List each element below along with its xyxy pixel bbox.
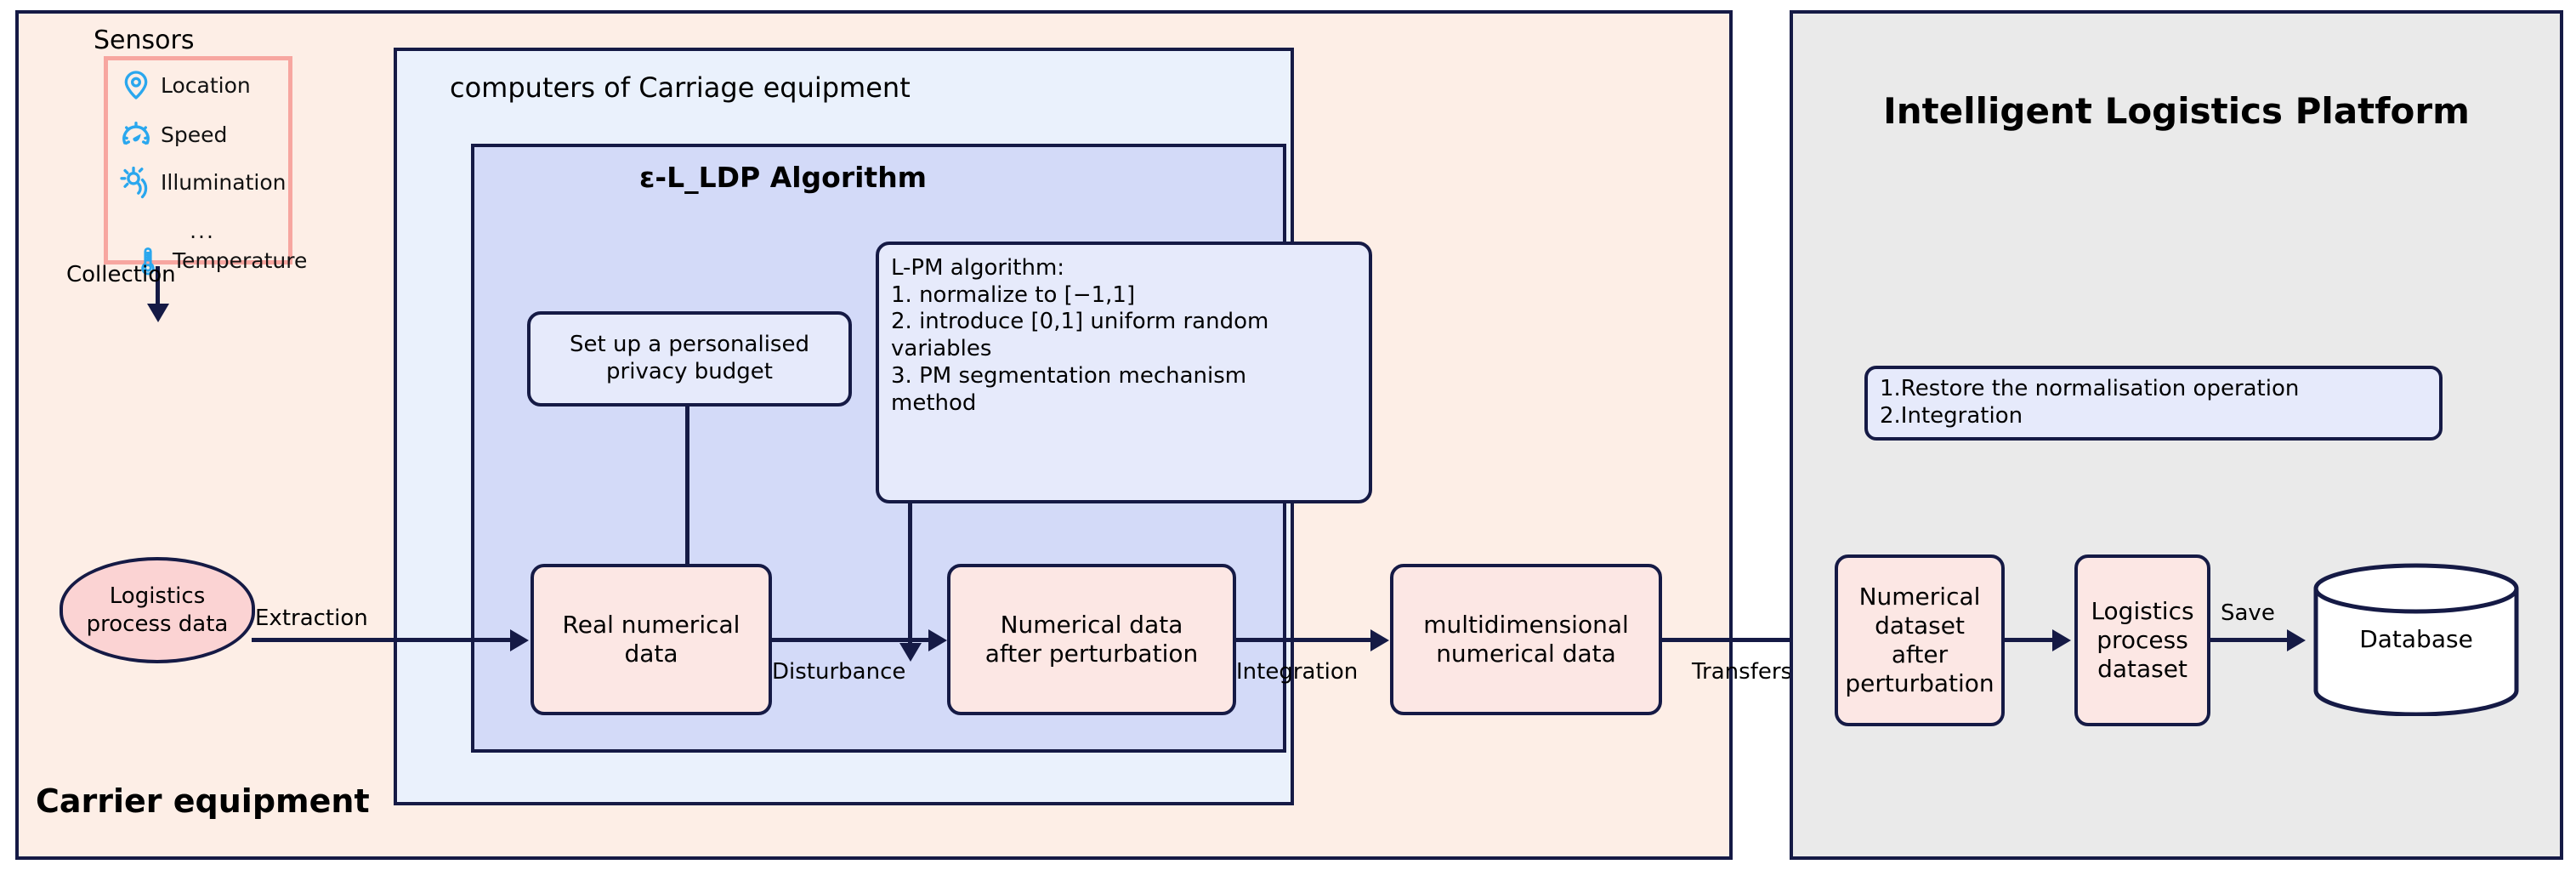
platform-title: Intelligent Logistics Platform: [1883, 90, 2470, 132]
sun-illumination-icon: [118, 164, 154, 200]
transfers-line: [1660, 638, 1815, 642]
lpm-algorithm-node: L-PM algorithm: 1. normalize to [−1,1] 2…: [876, 242, 1372, 503]
multidimensional-numerical-data-node: multidimensional numerical data: [1390, 564, 1662, 715]
algorithm-title: ε-L_LDP Algorithm: [639, 161, 928, 194]
restore-line: 1.Restore the normalisation operation: [1880, 376, 2300, 402]
disturbance-line: [770, 638, 928, 642]
privacy-budget-node: Set up a personalised privacy budget: [527, 311, 852, 407]
save-line: [2210, 638, 2287, 642]
numerical-dataset-after-perturbation-node: Numerical dataset after perturbation: [1835, 554, 2005, 726]
restore-line: 2.Integration: [1880, 403, 2023, 429]
extraction-arrowhead: [510, 629, 529, 651]
node-label: Real numerical data: [562, 610, 740, 668]
edge-label-integration: Integration: [1236, 659, 1359, 685]
budget-to-flow-line: [685, 407, 689, 643]
sensor-label: Illumination: [161, 169, 287, 195]
dataset-link-line: [2005, 638, 2052, 642]
sensor-item-speed: Speed: [118, 117, 227, 152]
sensor-item-location: Location: [118, 67, 251, 103]
integration-arrowhead: [1370, 629, 1389, 651]
edge-label-transfers: Transfers: [1692, 659, 1793, 685]
lpm-line: method: [891, 390, 977, 416]
computers-panel-title: computers of Carriage equipment: [450, 71, 911, 104]
real-numerical-data-node: Real numerical data: [531, 564, 772, 715]
numerical-data-after-perturbation-node: Numerical data after perturbation: [947, 564, 1236, 715]
integration-line: [1234, 638, 1370, 642]
edge-label-save: Save: [2221, 600, 2275, 626]
sensor-label: Speed: [161, 122, 228, 147]
lpm-line: 2. introduce [0,1] uniform random: [891, 309, 1269, 335]
save-arrowhead: [2287, 629, 2306, 651]
node-label: Numerical data after perturbation: [984, 610, 1199, 668]
sensor-label: Location: [161, 72, 251, 98]
sensors-box: Location Speed Illumination: [104, 56, 307, 276]
collection-arrow-line: [156, 266, 160, 304]
thermometer-icon: [130, 242, 166, 278]
disturbance-arrowhead: [928, 629, 947, 651]
node-label: Logistics process dataset: [2091, 596, 2194, 684]
edge-label-disturbance: Disturbance: [772, 659, 906, 685]
sensor-label: Temperature: [173, 247, 308, 273]
edge-label-collection: Collection: [66, 262, 176, 287]
restore-normalisation-node: 1.Restore the normalisation operation 2.…: [1864, 366, 2443, 441]
node-label: Logistics process data: [86, 583, 229, 637]
database-label: Database: [2359, 625, 2473, 653]
carrier-equipment-label: Carrier equipment: [36, 782, 370, 820]
location-pin-icon: [118, 67, 154, 103]
extraction-line: [252, 638, 510, 642]
node-label: Numerical dataset after perturbation: [1845, 582, 1994, 698]
sensor-item-temperature: Temperature: [130, 242, 307, 278]
sensor-item-illumination: Illumination: [118, 164, 286, 200]
logistics-process-dataset-node: Logistics process dataset: [2074, 554, 2210, 726]
lpm-to-flow-line: [908, 503, 912, 643]
sensors-title: Sensors: [94, 26, 195, 55]
lpm-to-flow-arrowhead: [899, 643, 922, 662]
lpm-line: 1. normalize to [−1,1]: [891, 281, 1136, 308]
dataset-link-arrowhead: [2052, 629, 2071, 651]
lpm-heading: L-PM algorithm:: [891, 255, 1065, 281]
collection-arrow-head: [147, 304, 169, 322]
node-label: Set up a personalised privacy budget: [570, 332, 809, 384]
lpm-line: variables: [891, 336, 992, 362]
speedometer-icon: [118, 117, 154, 152]
database-cylinder-icon: [2313, 563, 2519, 716]
lpm-line: 3. PM segmentation mechanism: [891, 362, 1247, 389]
node-label: multidimensional numerical data: [1423, 610, 1629, 668]
logistics-process-data-node: Logistics process data: [60, 557, 255, 663]
sensors-ellipsis: ...: [190, 219, 215, 243]
edge-label-extraction: Extraction: [255, 606, 368, 631]
